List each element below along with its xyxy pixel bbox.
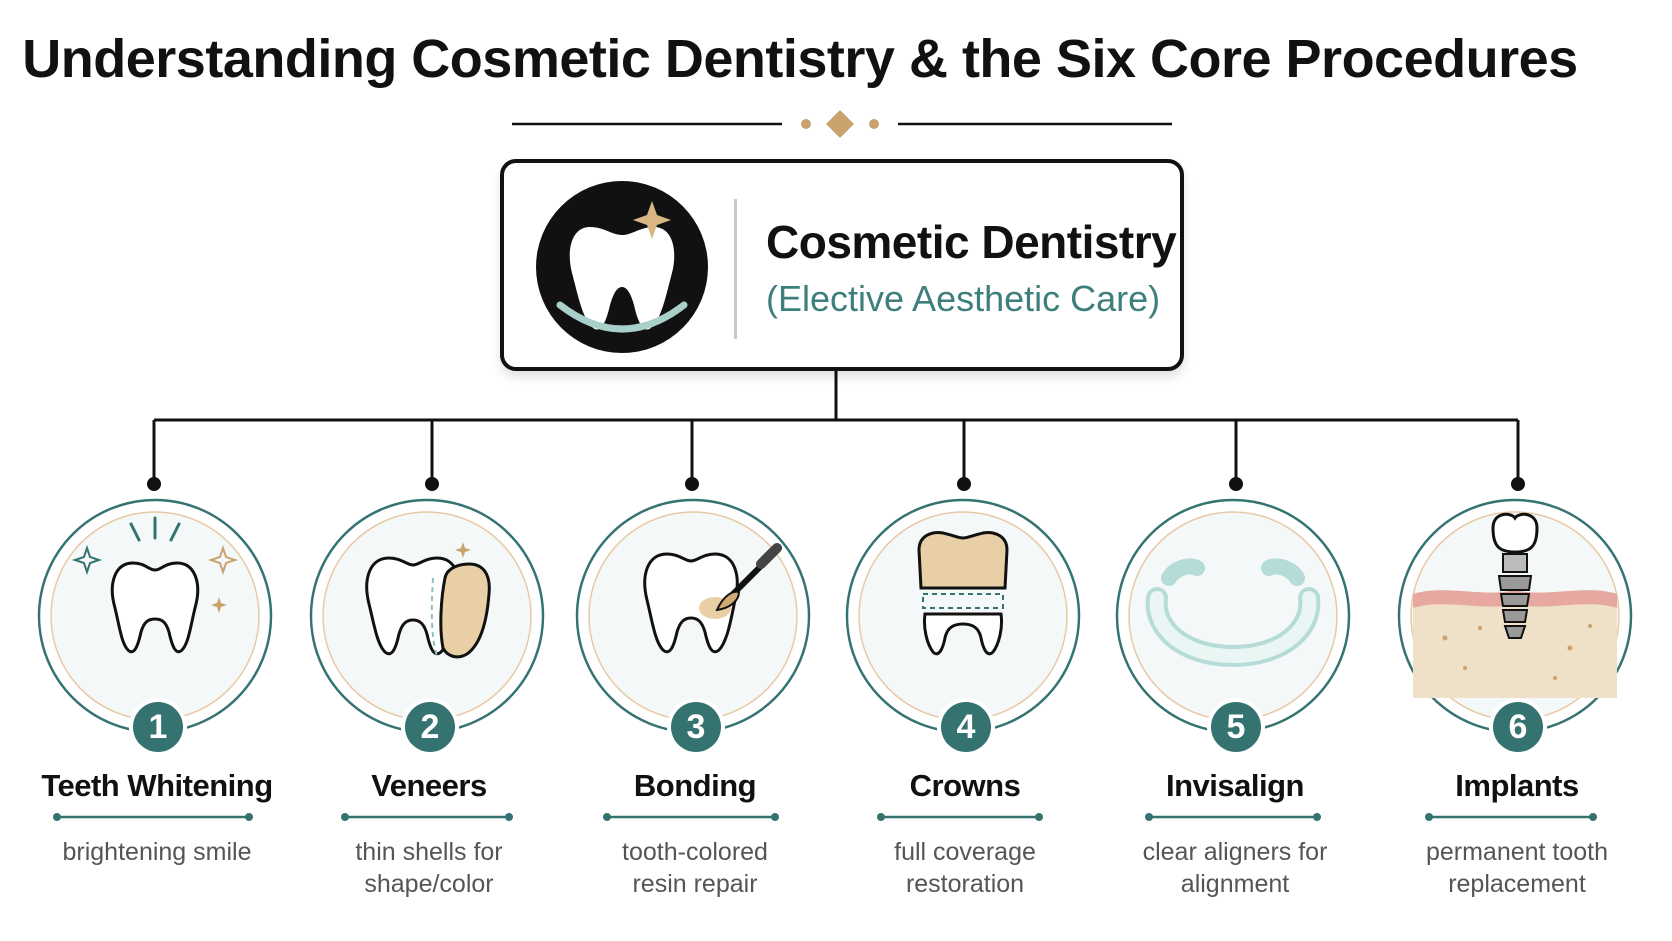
tooth-whitening-icon	[71, 516, 239, 654]
step-badge: 4	[941, 702, 991, 752]
step-badge: 2	[405, 702, 455, 752]
clear-aligner-icon	[1145, 558, 1321, 668]
connector-node-4	[957, 477, 971, 491]
center-separator	[734, 199, 737, 339]
step-badge: 5	[1211, 702, 1261, 752]
name-underline	[603, 813, 779, 821]
page-title: Understanding Cosmetic Dentistry & the S…	[22, 29, 1578, 89]
connector-node-1	[147, 477, 161, 491]
name-underline	[53, 813, 253, 821]
procedure-name: Invisalign	[1166, 768, 1304, 803]
center-title: Cosmetic Dentistry	[766, 216, 1177, 268]
name-underline	[341, 813, 513, 821]
name-underline	[877, 813, 1043, 821]
title-divider	[512, 110, 1172, 138]
procedure-description: brightening smile	[62, 838, 252, 866]
procedure-name: Teeth Whitening	[41, 768, 273, 803]
connector-node-6	[1511, 477, 1525, 491]
step-badge: 6	[1493, 702, 1543, 752]
step-badge: 1	[133, 702, 183, 752]
name-underline	[1145, 813, 1321, 821]
veneer-icon	[365, 542, 491, 659]
crown-cap-icon	[917, 531, 1009, 656]
procedure-name: Crowns	[909, 768, 1021, 803]
procedure-name: Bonding	[633, 768, 757, 803]
connector-node-3	[685, 477, 699, 491]
connector-node-5	[1229, 477, 1243, 491]
step-badge: 3	[671, 702, 721, 752]
procedure-name: Veneers	[371, 768, 487, 803]
connector-node-2	[425, 477, 439, 491]
procedure-name: Implants	[1455, 768, 1579, 803]
center-subtitle: (Elective Aesthetic Care)	[766, 278, 1161, 319]
name-underline	[1425, 813, 1597, 821]
procedure-card-1: 1 Teeth Whitening brightening smile	[27, 498, 277, 918]
bonding-brush-icon	[643, 543, 782, 654]
tooth-sparkle-icon	[532, 177, 712, 362]
center-category-card: Cosmetic Dentistry (Elective Aesthetic C…	[500, 159, 1184, 371]
dental-implant-icon	[1413, 512, 1617, 698]
